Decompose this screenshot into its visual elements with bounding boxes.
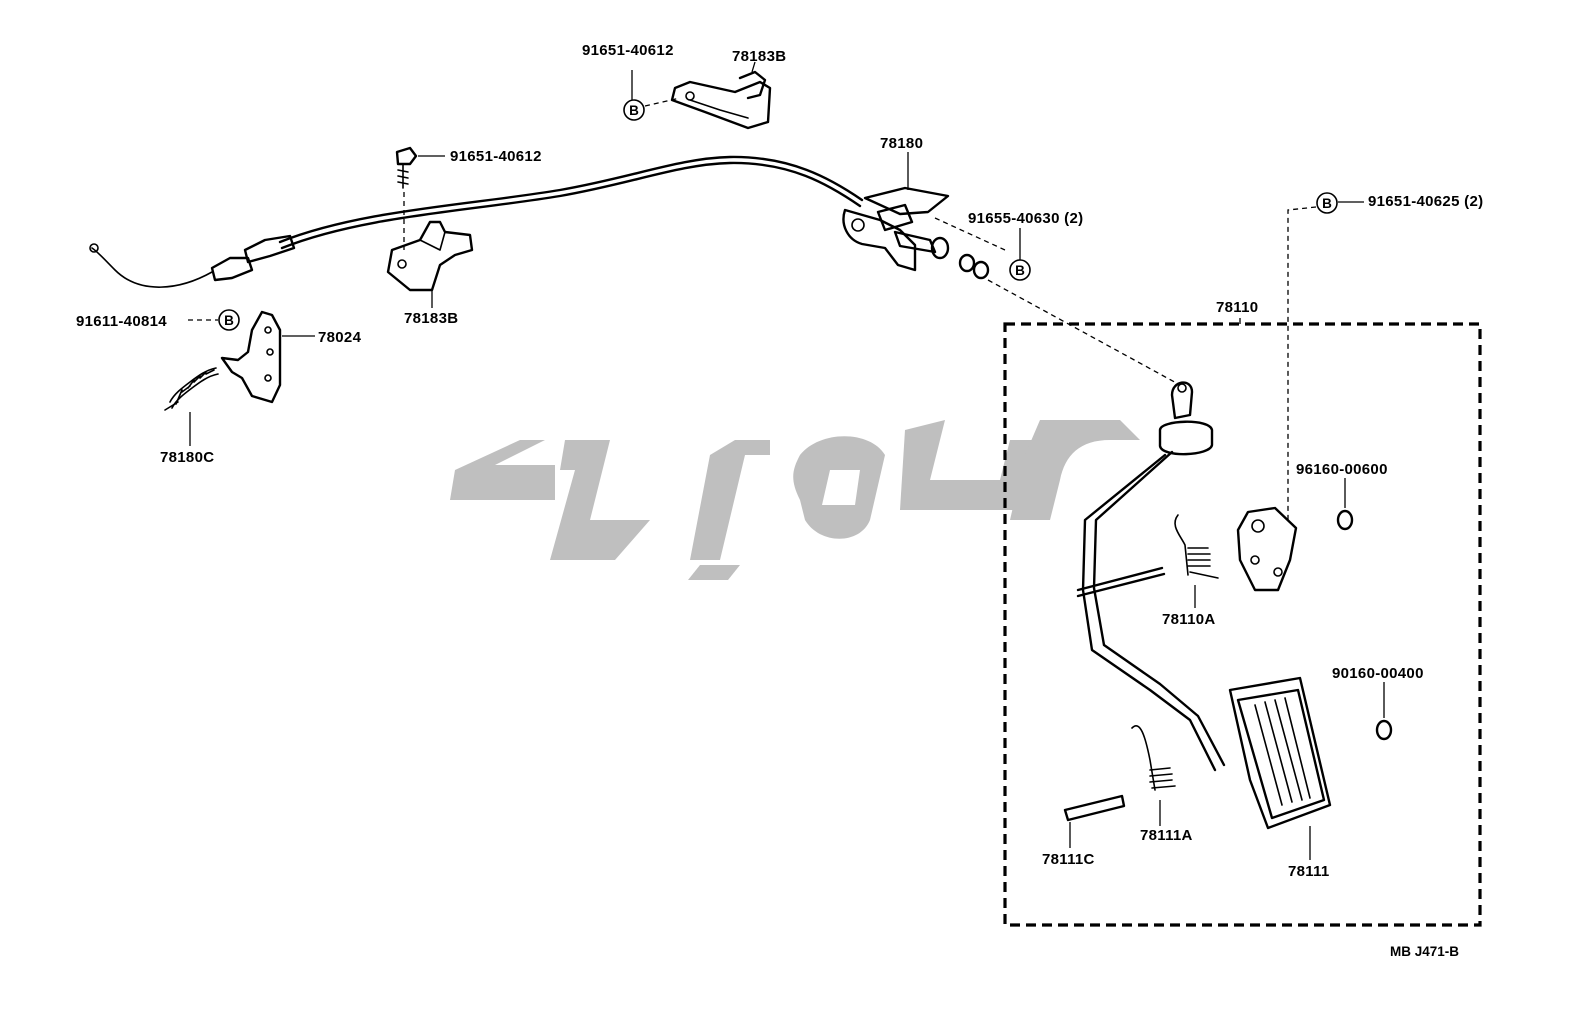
pedal-pad-78111 <box>1228 676 1332 860</box>
svg-text:B: B <box>1322 196 1332 211</box>
cable-end-assembly <box>842 186 1181 386</box>
svg-text:B: B <box>224 313 234 328</box>
drawing-code: MB J471-B <box>1390 944 1459 959</box>
bolt-marker-b-3: B <box>1287 192 1364 520</box>
callout-96160-00600: 96160-00600 <box>1296 461 1388 478</box>
assembly-box-78110 <box>1003 318 1482 927</box>
pedal-bracket-plate <box>1236 506 1298 592</box>
spring-78111a <box>1131 725 1176 826</box>
clip-96160-00600 <box>1336 478 1354 531</box>
callout-91651-40612-cable: 91651-40612 <box>450 148 542 165</box>
callout-labels: 91651-40612 78183B 91651-40612 78180 916… <box>76 42 1483 959</box>
callout-78111c: 78111C <box>1042 851 1095 868</box>
clip-90160-00400 <box>1375 682 1393 741</box>
bolt-marker-b-2: B <box>1009 228 1031 281</box>
callout-78180: 78180 <box>880 135 923 152</box>
callout-78024: 78024 <box>318 329 362 346</box>
spring-78110a <box>1174 514 1219 608</box>
spring-78180c <box>164 367 219 446</box>
svg-text:B: B <box>629 103 639 118</box>
svg-text:B: B <box>1015 263 1025 278</box>
callout-91651-40625: 91651-40625 (2) <box>1368 193 1483 210</box>
bolt-91651-40612 <box>395 146 445 250</box>
callout-78183b-lower: 78183B <box>404 310 458 327</box>
callout-78180c: 78180C <box>160 449 214 466</box>
bracket-78183b-lower <box>386 220 474 308</box>
callout-78111: 78111 <box>1288 863 1330 880</box>
callout-91611-40814: 91611-40814 <box>76 313 167 330</box>
callout-78110a: 78110A <box>1162 611 1216 628</box>
callout-91655-40630: 91655-40630 (2) <box>968 210 1083 227</box>
callout-91651-40612-top: 91651-40612 <box>582 42 674 59</box>
watermark-logo <box>450 420 1140 580</box>
callout-78183b-top: 78183B <box>732 48 786 65</box>
bolt-marker-b-4: B <box>188 309 240 331</box>
lever-78024 <box>220 310 315 404</box>
bolt-marker-b-1: B <box>623 97 681 121</box>
pedal-arm <box>1076 381 1226 772</box>
pin-78111c <box>1063 794 1126 848</box>
bracket-78183b-upper <box>670 61 772 130</box>
callout-78110: 78110 <box>1216 299 1258 316</box>
callout-90160-00400: 90160-00400 <box>1332 665 1424 682</box>
leader-lines <box>631 70 909 190</box>
cable-78180 <box>89 155 864 288</box>
callout-78111a: 78111A <box>1140 827 1193 844</box>
